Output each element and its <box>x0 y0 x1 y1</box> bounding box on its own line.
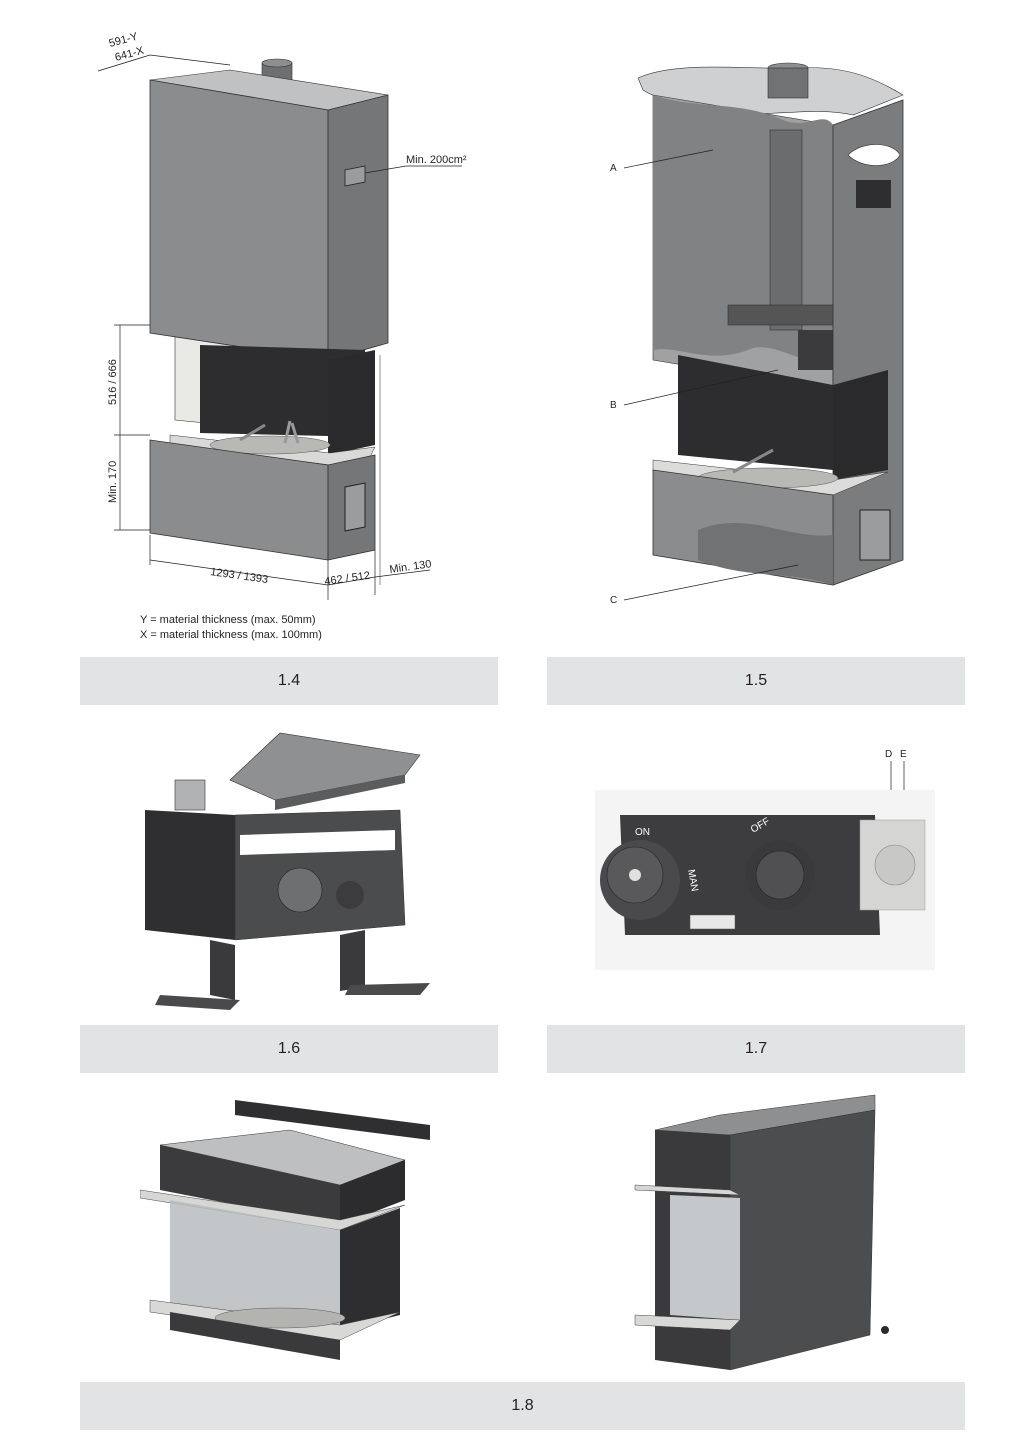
figure-1-7: D E ON MAN OFF <box>595 749 935 970</box>
figure-1-6 <box>145 732 430 1010</box>
dim-side: 462 / 512 <box>324 570 371 588</box>
knob-on-label: ON <box>635 827 650 838</box>
figure-1-8-right <box>634 1094 889 1371</box>
dim-vent: Min. 200cm² <box>406 154 467 166</box>
note-y: Y = material thickness (max. 50mm) <box>140 614 316 626</box>
figure-1-8-left <box>140 1100 430 1360</box>
dim-opening-height: 516 / 666 <box>107 359 119 405</box>
material-notes: Y = material thickness (max. 50mm) X = m… <box>140 613 322 643</box>
note-x: X = material thickness (max. 100mm) <box>140 629 322 641</box>
caption-1-6: 1.6 <box>80 1025 498 1073</box>
label-b: B <box>610 400 617 411</box>
caption-1-7: 1.7 <box>547 1025 965 1073</box>
dim-width: 1293 / 1393 <box>210 566 269 586</box>
dim-base-height: Min. 170 <box>107 461 119 503</box>
caption-1-8: 1.8 <box>80 1382 965 1430</box>
caption-1-4: 1.4 <box>80 657 498 705</box>
knob-man-label: MAN <box>685 869 700 893</box>
figure-1-5: A B C <box>610 62 904 606</box>
label-e: E <box>900 749 907 760</box>
label-d: D <box>885 749 892 760</box>
dim-clearance: Min. 130 <box>389 558 432 576</box>
label-a: A <box>610 163 617 174</box>
figure-1-4: 591-Y 641-X Min. 200cm² 516 / 666 Min. 1… <box>97 31 467 600</box>
caption-1-5: 1.5 <box>547 657 965 705</box>
label-c: C <box>610 595 617 606</box>
